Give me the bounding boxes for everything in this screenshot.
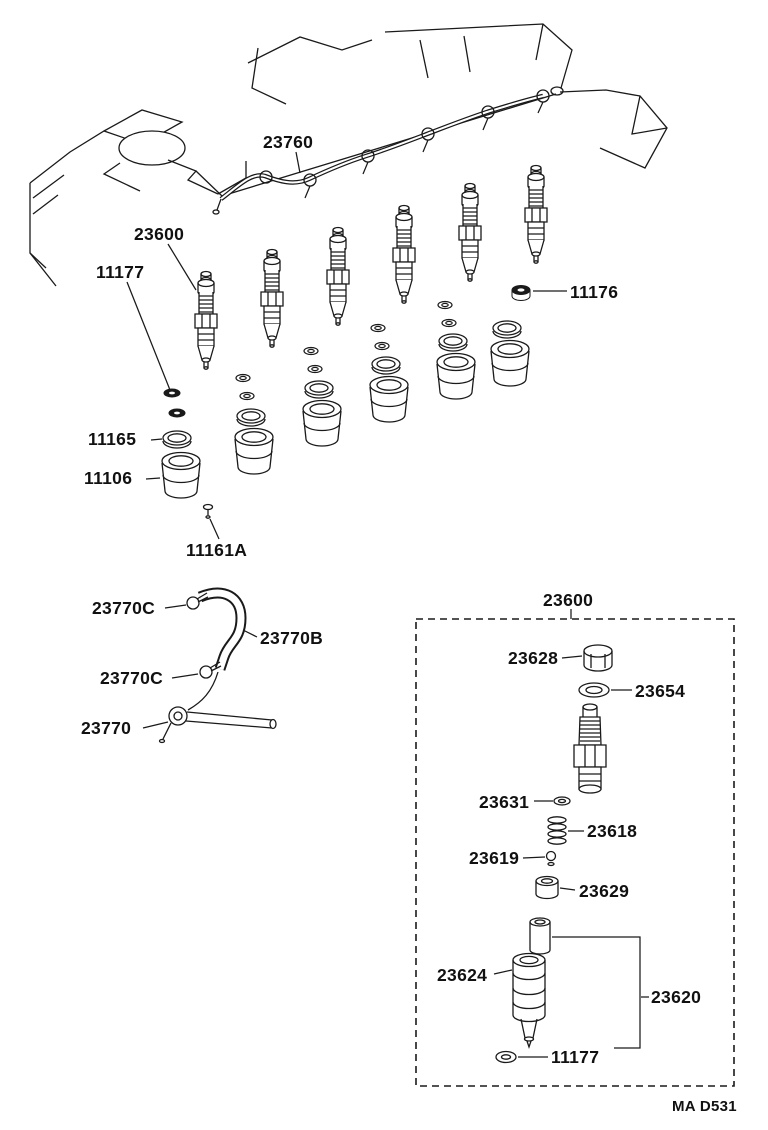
- leader-23600-top: [167, 243, 197, 291]
- leader-23770C-lower: [171, 673, 199, 679]
- injector-4-drawing: [392, 204, 416, 304]
- label-11177-box: 11177: [551, 1047, 599, 1067]
- leader-11106: [145, 477, 161, 480]
- washer-col5: [437, 300, 453, 310]
- gasket-ring-drawing: [162, 430, 192, 449]
- pressure-pin-drawing: [545, 850, 557, 867]
- leader-23770: [142, 721, 169, 729]
- ring-col5: [438, 333, 468, 352]
- label-23624: 23624: [437, 965, 487, 985]
- leader-23770C-upper: [164, 604, 187, 609]
- label-23628: 23628: [508, 648, 558, 668]
- leader-lines: [126, 151, 649, 1058]
- detail-box: [415, 618, 735, 1087]
- label-11177-top: 11177: [96, 262, 144, 282]
- sleeve-col5: [436, 352, 476, 400]
- sleeve-col3: [302, 399, 342, 447]
- sleeve-col2: [234, 427, 274, 475]
- sleeve-col6: [490, 339, 530, 387]
- label-23631: 23631: [479, 792, 529, 812]
- ring-col2: [236, 408, 266, 427]
- label-23620: 23620: [651, 987, 701, 1007]
- nozzle-upper-drawing: [529, 917, 551, 955]
- label-23760: 23760: [263, 132, 313, 152]
- leader-23624: [493, 969, 513, 975]
- sleeve-col4: [369, 375, 409, 423]
- label-11106: 11106: [84, 468, 132, 488]
- seat-col5: [441, 318, 457, 328]
- injector-seats-and-sleeves: [161, 285, 531, 519]
- heat-washer-drawing: [163, 388, 181, 398]
- ring-col6: [492, 320, 522, 339]
- washer-23654-drawing: [578, 682, 610, 698]
- spring-drawing: [547, 816, 567, 845]
- nozzle-set-bracket: [552, 936, 641, 1049]
- label-11176: 11176: [570, 282, 618, 302]
- leader-23770B: [242, 629, 258, 638]
- label-23770: 23770: [81, 718, 131, 738]
- leader-11161A: [209, 518, 220, 540]
- pin-drawing: [202, 503, 214, 519]
- label-23770B: 23770B: [260, 628, 323, 648]
- injector-6-drawing: [524, 164, 548, 264]
- label-23654: 23654: [635, 681, 685, 701]
- nozzle-washer-drawing: [495, 1050, 517, 1064]
- label-23600-top: 23600: [134, 224, 184, 244]
- exploded-injector-detail: [495, 644, 641, 1064]
- spacer-drawing: [535, 875, 559, 900]
- label-23619: 23619: [469, 848, 519, 868]
- seat-col2: [239, 391, 255, 401]
- injector-body-drawing: [573, 703, 607, 794]
- sleeve-bush-drawing: [161, 451, 201, 499]
- label-11165: 11165: [88, 429, 136, 449]
- leader-11177-top: [126, 281, 171, 391]
- return-hose-assembly: [158, 587, 277, 744]
- injector-1-drawing: [194, 270, 218, 370]
- leader-11165: [150, 438, 163, 441]
- return-pipe-drawing: [158, 671, 277, 744]
- washer-23631-drawing: [553, 796, 571, 806]
- ring-col4: [371, 356, 401, 375]
- leader-23619: [522, 856, 546, 859]
- label-11161A: 11161A: [186, 540, 247, 560]
- label-23629: 23629: [579, 881, 629, 901]
- leader-23628: [561, 655, 583, 659]
- label-23770C-lower: 23770C: [100, 668, 163, 688]
- cap-nut-drawing: [583, 644, 613, 672]
- engine-outline: [29, 23, 668, 287]
- seat-col3: [307, 364, 323, 374]
- footer-code: MA D531: [672, 1098, 737, 1115]
- label-23770C-upper: 23770C: [92, 598, 155, 618]
- washer-col2: [235, 373, 251, 383]
- label-23600-box: 23600: [543, 590, 593, 610]
- injector-2-drawing: [260, 248, 284, 348]
- ring-col3: [304, 380, 334, 399]
- seat-col4: [374, 341, 390, 351]
- washer-col3: [303, 346, 319, 356]
- seat-washer-drawing: [168, 408, 186, 418]
- retaining-nut-drawing: [512, 952, 546, 1050]
- injector-3-drawing: [326, 226, 350, 326]
- label-23618: 23618: [587, 821, 637, 841]
- washer-col4: [370, 323, 386, 333]
- injector-5-drawing: [458, 182, 482, 282]
- fuel-leakage-pipe-drawing: [212, 86, 564, 215]
- seat-upper-drawing: [511, 285, 531, 301]
- leader-23629: [559, 887, 576, 891]
- leader-23760: [295, 151, 301, 174]
- injector-row: [194, 164, 548, 370]
